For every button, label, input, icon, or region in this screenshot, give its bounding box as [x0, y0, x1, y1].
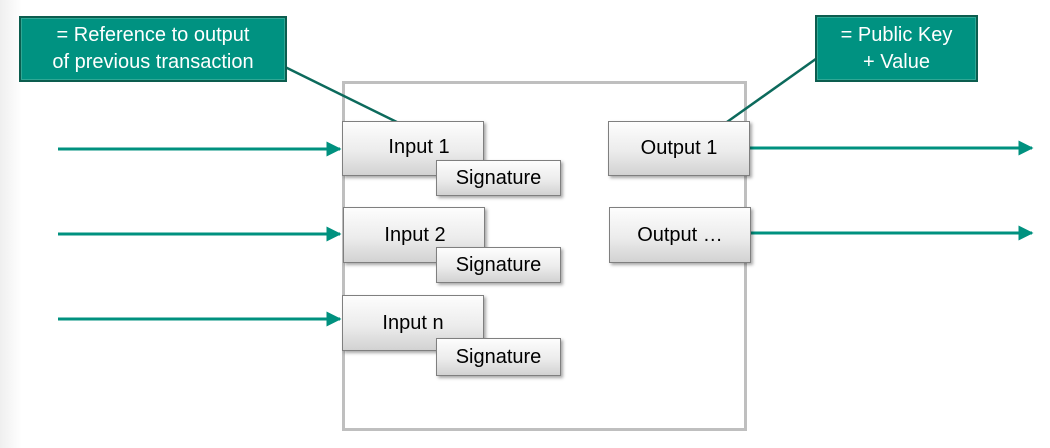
- callout-line-2: of previous transaction: [52, 51, 254, 73]
- input-2-signature-label: Signature: [455, 253, 542, 276]
- input-n-signature-label: Signature: [455, 345, 542, 368]
- input-2-label: Input 2: [384, 223, 446, 246]
- input-1-signature-box: Signature: [436, 160, 561, 196]
- output-more-box: Output …: [609, 207, 751, 263]
- input-callout-pointer: [282, 64, 412, 131]
- output-1-label: Output 1: [640, 137, 718, 159]
- input-1-label: Input 1: [388, 136, 450, 158]
- input-reference-callout: = Reference to output of previous transa…: [19, 16, 287, 82]
- input-1-signature-label: Signature: [455, 166, 542, 189]
- callout-line-2: + Value: [863, 50, 930, 73]
- left-edge-shade: [0, 0, 22, 448]
- output-reference-callout: = Public Key + Value: [815, 15, 978, 82]
- input-n-signature-box: Signature: [436, 338, 561, 376]
- callout-line-1: = Public Key: [840, 23, 953, 46]
- input-n-label: Input n: [382, 311, 444, 334]
- output-1-box: Output 1: [608, 121, 750, 176]
- output-more-label: Output …: [637, 223, 723, 246]
- callout-line-1: = Reference to output: [56, 24, 250, 46]
- output-callout-pointer: [726, 54, 821, 124]
- input-2-signature-box: Signature: [436, 247, 561, 283]
